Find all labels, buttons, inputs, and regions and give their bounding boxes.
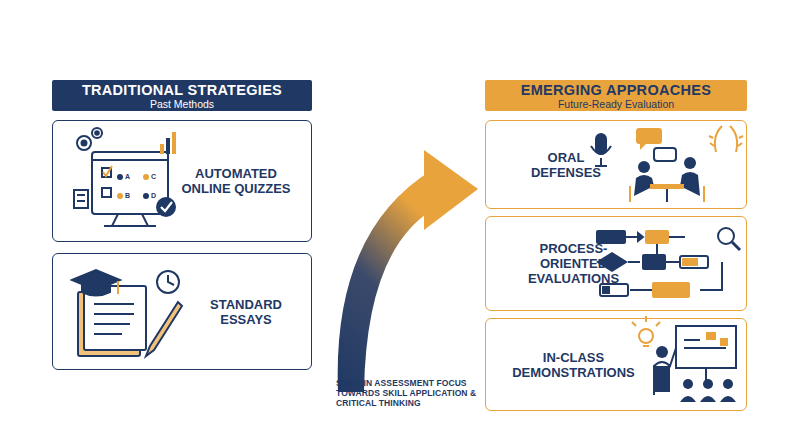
text-area: STANDARD ESSAYS (186, 254, 306, 369)
box-label: IN-CLASS DEMONSTRATIONS (511, 350, 636, 380)
text-area: ORAL DEFENSES (511, 121, 621, 208)
approach-box: PROCESS-ORIENTED EVALUATIONS (485, 216, 747, 311)
header-subtitle: Past Methods (52, 98, 312, 110)
method-box: STANDARD ESSAYS (52, 253, 312, 370)
option-letter: D (151, 192, 159, 200)
header-title: EMERGING APPROACHES (485, 80, 747, 98)
header-subtitle: Future-Ready Evaluation (485, 98, 747, 110)
box-label: AUTOMATED ONLINE QUIZZES (176, 166, 296, 196)
approach-box: IN-CLASS DEMONSTRATIONS (485, 318, 747, 411)
box-label: STANDARD ESSAYS (186, 297, 306, 327)
option-letter: A (125, 173, 133, 181)
text-area: AUTOMATED ONLINE QUIZZES (176, 121, 296, 241)
method-box: AUTOMATED ONLINE QUIZZES (52, 120, 312, 242)
text-area: IN-CLASS DEMONSTRATIONS (511, 319, 636, 410)
shift-caption: SHIFT IN ASSESSMENT FOCUS TOWARDS SKILL … (336, 378, 482, 408)
box-label: ORAL DEFENSES (511, 150, 621, 180)
section-header: EMERGING APPROACHESFuture-Ready Evaluati… (485, 80, 747, 111)
text-area: PROCESS-ORIENTED EVALUATIONS (516, 217, 631, 310)
option-letter: B (125, 192, 133, 200)
section-header: TRADITIONAL STRATEGIESPast Methods (52, 80, 312, 111)
shift-arrow (338, 150, 478, 392)
box-label: PROCESS-ORIENTED EVALUATIONS (516, 241, 631, 286)
approach-box: ORAL DEFENSES (485, 120, 747, 209)
header-title: TRADITIONAL STRATEGIES (52, 80, 312, 98)
option-letter: C (151, 173, 159, 181)
